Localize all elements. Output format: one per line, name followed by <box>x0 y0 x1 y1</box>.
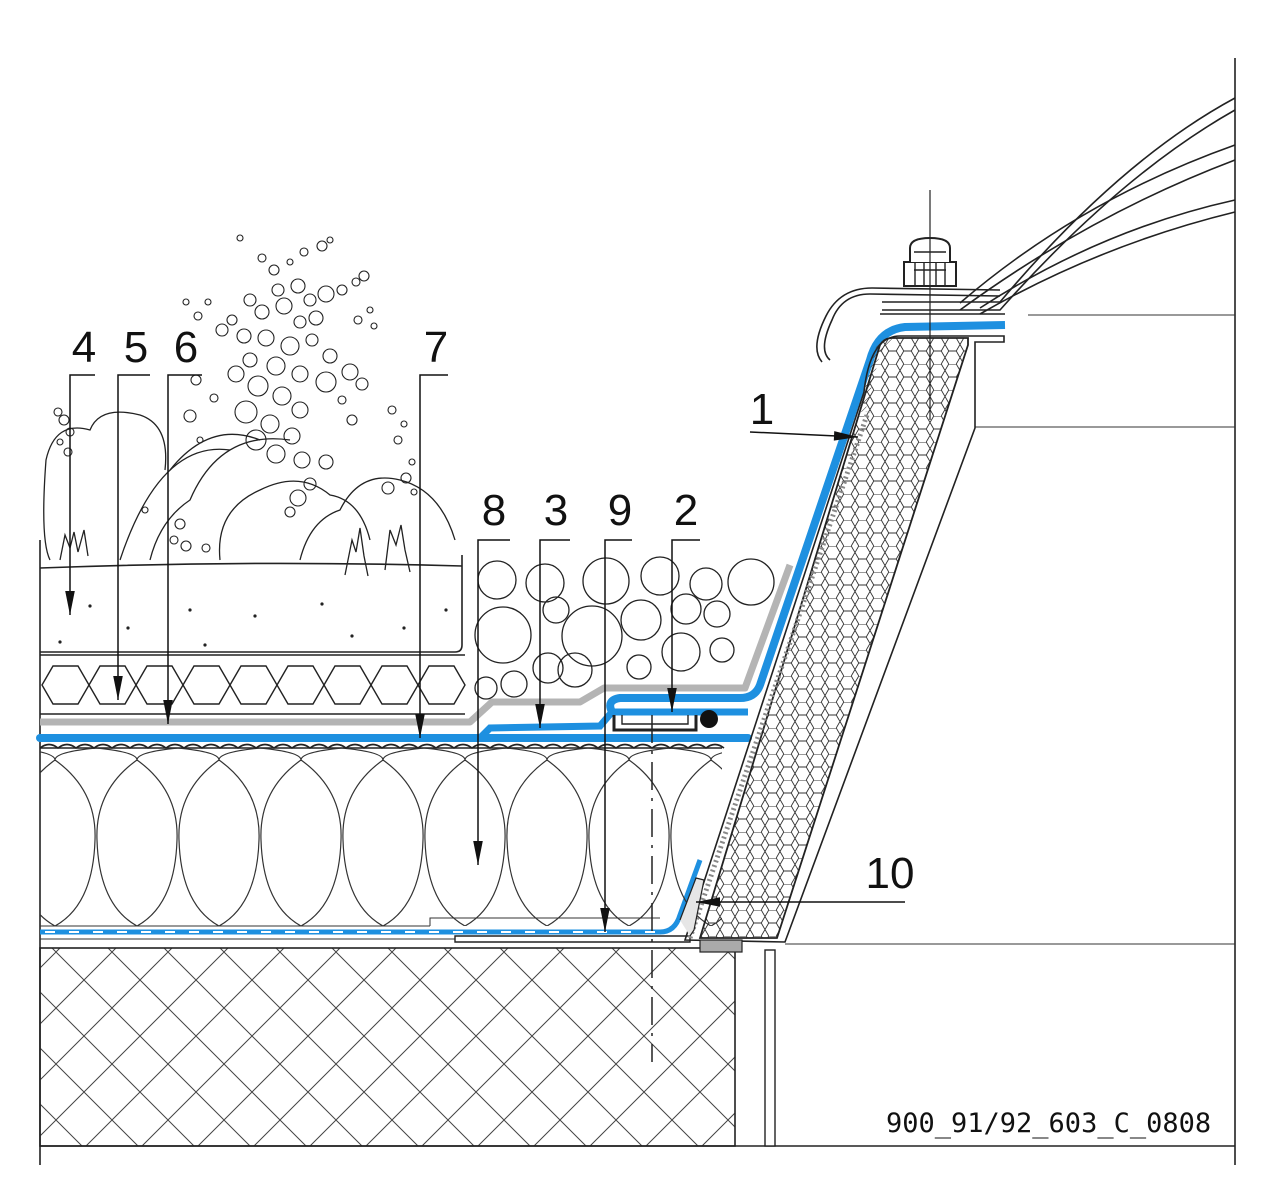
vegetation <box>43 411 456 577</box>
callout-8: 8 <box>482 486 506 535</box>
insulation-wavy-line <box>39 743 725 750</box>
skylight-upstand <box>679 335 1005 953</box>
callout-5: 5 <box>124 323 148 372</box>
callout-3: 3 <box>544 486 568 535</box>
thermal-insulation <box>40 747 722 926</box>
callout-1: 1 <box>750 385 774 434</box>
callout-10: 10 <box>866 849 915 898</box>
skylight-dome <box>816 97 1236 363</box>
substrate-layer <box>39 555 463 653</box>
callout-7: 7 <box>424 323 448 372</box>
callout-9: 9 <box>608 486 632 535</box>
drainage-layer <box>40 654 466 715</box>
callout-2: 2 <box>674 486 698 535</box>
callout-labels: 1 2 3 4 5 6 7 8 9 10 <box>72 323 915 898</box>
drainage-channel <box>612 710 718 732</box>
roofing-membrane <box>36 321 1006 742</box>
callout-leaders <box>65 374 905 932</box>
callout-4: 4 <box>72 323 96 372</box>
shrub-foliage <box>53 234 418 553</box>
drawing-reference-code: 900_91/92_603_C_0808 <box>886 1108 1211 1139</box>
separation-layer <box>40 563 794 726</box>
structural-slab <box>39 947 1235 1147</box>
callout-6: 6 <box>174 323 198 372</box>
fixing-screw <box>903 190 957 420</box>
gravel-strip <box>474 556 775 700</box>
vapour-barrier <box>40 859 703 943</box>
